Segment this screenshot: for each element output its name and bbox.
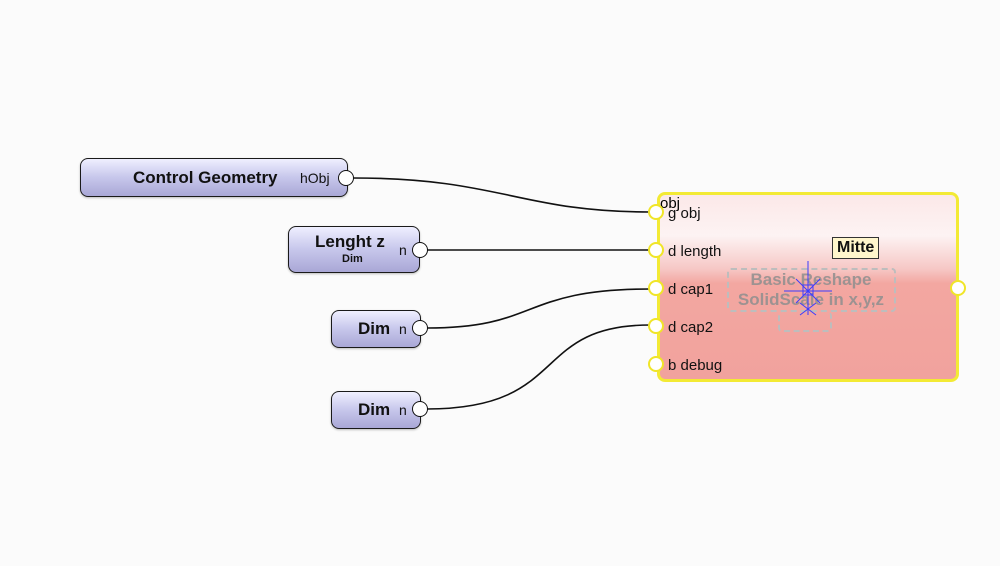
mitte-tag[interactable]: Mitte bbox=[832, 237, 880, 259]
hobj-output-port[interactable] bbox=[338, 170, 354, 186]
input-port-obj[interactable] bbox=[648, 204, 664, 220]
input-port-cap1[interactable] bbox=[648, 280, 664, 296]
ghost-title-line1: Basic Reshape bbox=[750, 270, 872, 289]
dim-1-output-label: n bbox=[399, 321, 407, 337]
dim-2-title: Dim bbox=[358, 400, 391, 419]
dim-2-output-port[interactable] bbox=[412, 401, 428, 417]
output-port-obj[interactable] bbox=[950, 280, 966, 296]
lenght-z-output-port[interactable] bbox=[412, 242, 428, 258]
ghost-title-line2: SolidScale in x,y,z bbox=[737, 290, 885, 309]
lenght-z-node[interactable]: Lenght z Dim n bbox=[288, 226, 420, 273]
basic-reshape-node[interactable]: g obj d length d cap1 d cap2 b debug Bas… bbox=[657, 192, 959, 382]
dim-2-output-label: n bbox=[399, 402, 407, 418]
dim-1-title: Dim bbox=[358, 319, 391, 338]
input-label-obj: g obj bbox=[668, 205, 701, 222]
hobj-output-label: hObj bbox=[300, 170, 330, 186]
lenght-z-title: Lenght z bbox=[315, 232, 385, 251]
ghost-preview-frame-lower bbox=[778, 312, 832, 332]
wire-dim1-to-cap1 bbox=[426, 288, 651, 329]
wire-control-geometry-to-obj bbox=[352, 177, 651, 213]
input-port-debug[interactable] bbox=[648, 356, 664, 372]
lenght-z-subtitle: Dim bbox=[342, 253, 363, 265]
input-port-length[interactable] bbox=[648, 242, 664, 258]
obj-output-label: obj bbox=[660, 195, 681, 212]
control-geometry-node[interactable]: Control Geometry hObj bbox=[80, 158, 348, 197]
dim-node-1[interactable]: Dim n bbox=[331, 310, 421, 348]
input-label-cap2: d cap2 bbox=[668, 319, 714, 336]
wire-dim2-to-cap2 bbox=[426, 324, 651, 410]
input-label-debug: b debug bbox=[668, 357, 723, 374]
dim-1-output-port[interactable] bbox=[412, 320, 428, 336]
lenght-z-output-label: n bbox=[399, 242, 407, 258]
control-geometry-title: Control Geometry bbox=[133, 168, 278, 187]
input-label-length: d length bbox=[668, 243, 722, 260]
input-label-cap1: d cap1 bbox=[668, 281, 714, 298]
dim-node-2[interactable]: Dim n bbox=[331, 391, 421, 429]
input-port-cap2[interactable] bbox=[648, 318, 664, 334]
origin-gizmo-icon bbox=[784, 261, 832, 316]
